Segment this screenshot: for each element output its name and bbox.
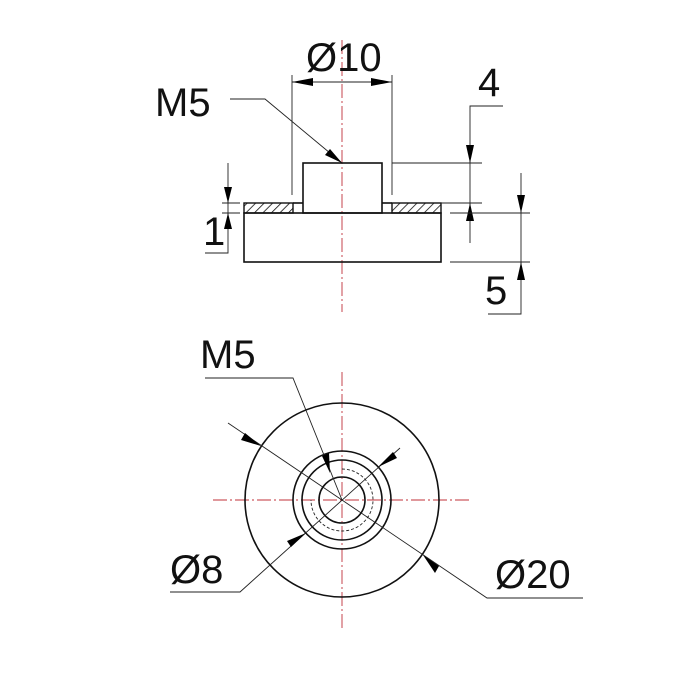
arrow-icon [517,262,525,280]
arrow-icon [325,149,342,163]
thread-label-top: M5 [200,333,256,377]
arrow-icon [517,195,525,213]
arrow-icon [241,433,261,446]
thread-hole-circle [318,476,366,524]
thread-major-circle [310,468,374,532]
arrow-icon [292,78,313,86]
arrow-icon [466,203,474,221]
dimension-base-height: 5 [450,173,530,315]
top-view: M5 Ø8 Ø20 [170,333,583,628]
arrow-icon [224,187,232,203]
flange-thickness-label: 1 [203,210,225,254]
base-height-label: 5 [485,269,507,313]
thread-label-side: M5 [155,81,211,125]
flange-circle [292,450,392,550]
dimension-boss-height: 4 [392,61,503,243]
leader-thread-top: M5 [200,333,343,501]
arrow-icon [423,555,439,573]
boss-circle [301,459,383,541]
arrow-icon [224,213,232,229]
arrow-icon [287,533,306,547]
arrow-icon [378,452,397,467]
boss-diameter-label: Ø10 [306,36,382,80]
hatched-flange-left [243,202,294,214]
outer-circle [244,402,440,598]
arrow-icon [371,78,392,86]
arrow-icon [466,145,474,163]
dimension-flange-diameter: Ø8 [170,447,401,593]
boss-height-label: 4 [478,61,500,105]
base-body [243,212,442,263]
side-view: Ø10 M5 4 5 [155,36,530,315]
arrow-icon [322,453,330,473]
dimension-outer-diameter: Ø20 [227,422,583,599]
leader-thread-side: M5 [155,81,343,164]
flange-diameter-label: Ø8 [170,548,223,592]
hatched-flange-right [391,202,442,214]
boss-body [302,162,383,214]
dimension-flange-thickness: 1 [203,163,240,254]
dimension-boss-diameter: Ø10 [291,36,393,195]
outer-diameter-label: Ø20 [495,553,571,597]
